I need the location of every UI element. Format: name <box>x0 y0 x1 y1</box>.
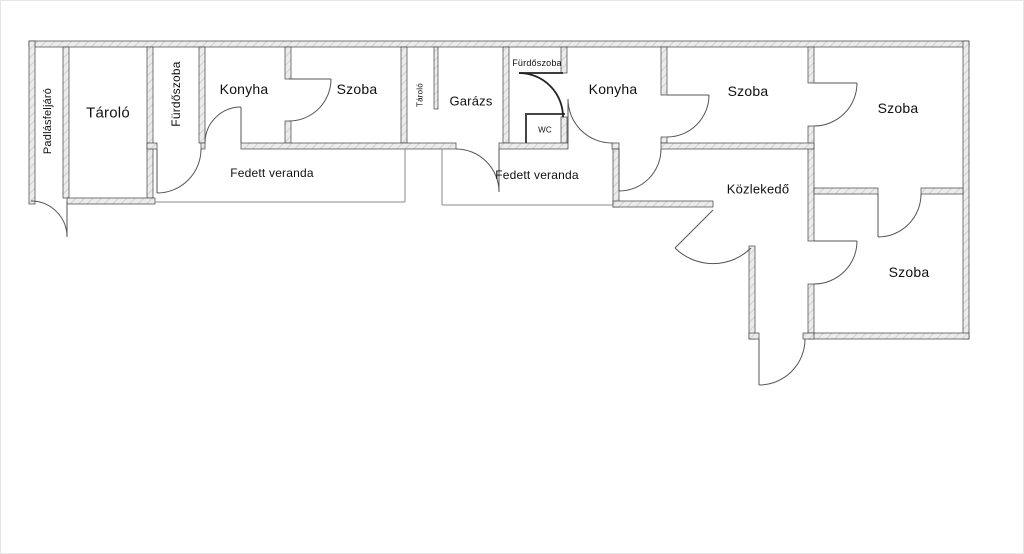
room-label-tarolo-small: Tároló <box>415 83 425 107</box>
bathroom-small-door <box>518 72 564 118</box>
wc-partition <box>525 113 565 143</box>
room-label-garazs: Garázs <box>449 93 493 109</box>
room-label-padlasfeljaro: Padlásfeljáró <box>42 87 54 155</box>
room-label-veranda-1: Fedett veranda <box>230 166 314 180</box>
room-label-furdoszoba-left: Fürdőszoba <box>169 61 183 127</box>
room-label-furdoszoba-small: Fürdőszoba <box>512 58 562 68</box>
room-label-szoba-2: Szoba <box>727 83 769 99</box>
room-label-szoba-4: Szoba <box>888 264 930 280</box>
door-swings <box>30 78 922 386</box>
veranda-edges <box>155 149 613 206</box>
room-label-veranda-2: Fedett veranda <box>495 168 579 182</box>
room-label-kozlekedo: Közlekedő <box>726 181 790 197</box>
walls <box>28 40 970 340</box>
room-label-konyha-left: Konyha <box>219 81 269 97</box>
room-label-konyha-right: Konyha <box>588 81 638 97</box>
room-label-wc: WC <box>538 125 552 135</box>
room-label-szoba-3: Szoba <box>877 100 919 116</box>
room-label-szoba-1: Szoba <box>336 81 378 97</box>
room-label-tarolo-left: Tároló <box>86 104 130 122</box>
